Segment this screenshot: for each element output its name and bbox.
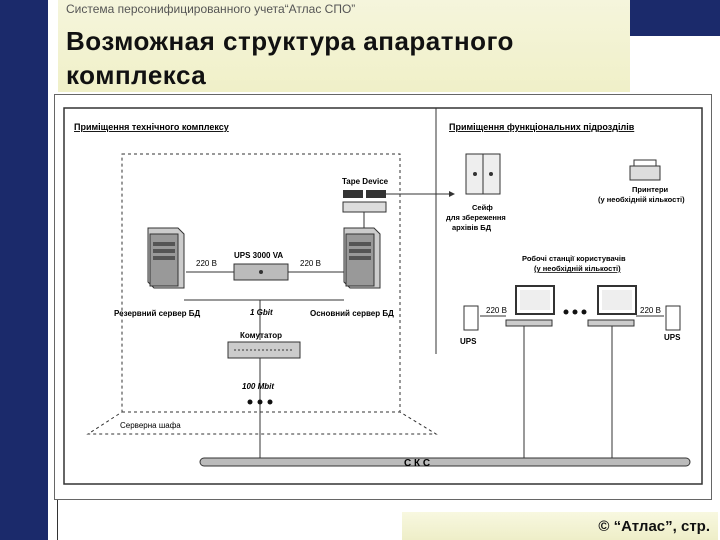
main-server-icon	[343, 227, 381, 289]
ups-left-label: UPS	[460, 337, 477, 346]
workstations-label-2: (у необхідній кількості)	[534, 264, 621, 273]
sks-bus	[199, 457, 691, 467]
hardware-diagram: Приміщення технічного комплексу Приміщен…	[54, 94, 712, 500]
safe-label-3: архівів БД	[452, 223, 492, 232]
switch-label: Комутатор	[240, 331, 282, 340]
v220-left: 220 В	[196, 259, 217, 268]
mbit-label: 100 Mbit	[242, 382, 274, 391]
printers-label-1: Принтери	[632, 185, 669, 194]
printer-icon	[629, 159, 661, 181]
safe-label-1: Сейф	[472, 203, 493, 212]
workstation-left-icon	[505, 285, 555, 327]
title-line-1: Возможная структура апаратного	[66, 26, 514, 56]
footer-divider	[57, 500, 58, 540]
gbit-label: 1 Gbit	[250, 308, 273, 317]
ups-right-label: UPS	[664, 333, 681, 342]
ups-main-label: UPS 3000 VA	[234, 251, 283, 260]
backup-server-icon	[147, 227, 185, 289]
switch-icon	[227, 341, 301, 359]
ellipsis-right	[563, 309, 587, 315]
safe-label-2: для збереження	[446, 213, 506, 222]
ups-right-icon	[665, 305, 681, 331]
sks-label: С К С	[404, 458, 430, 469]
workstations-label-1: Робочі станції користувачів	[522, 254, 626, 263]
slide-title: Возможная структура апаратного комплекса	[66, 24, 626, 92]
footer-text: © “Атлас”, стр.	[598, 518, 710, 535]
safe-icon	[465, 153, 501, 195]
left-sidebar-bar	[0, 0, 48, 540]
backup-server-label: Резервний сервер БД	[114, 309, 201, 318]
footer: © “Атлас”, стр.	[402, 512, 718, 540]
zone-left-label: Приміщення технічного комплексу	[74, 122, 229, 132]
v220-ws-left: 220 В	[486, 306, 507, 315]
top-right-band	[630, 0, 720, 36]
zone-right-label: Приміщення функціональних підрозділів	[449, 122, 635, 132]
v220-ws-right: 220 В	[640, 306, 661, 315]
ups-left-icon	[463, 305, 479, 331]
title-line-2: комплекса	[66, 60, 207, 90]
header	[58, 0, 630, 92]
main-server-label: Основний сервер БД	[310, 309, 394, 318]
ellipsis-left	[247, 399, 273, 405]
printers-label-2: (у необхідній кількості)	[598, 195, 685, 204]
workstation-right-icon	[587, 285, 637, 327]
server-cabinet-label: Серверна шафа	[120, 421, 181, 430]
v220-right: 220 В	[300, 259, 321, 268]
slide-subtitle: Система персонифицированного учета“Атлас…	[66, 2, 356, 16]
tape-device-label: Tape Device	[342, 177, 389, 186]
ups-main-icon	[233, 263, 289, 281]
diagram-frame	[63, 107, 703, 485]
